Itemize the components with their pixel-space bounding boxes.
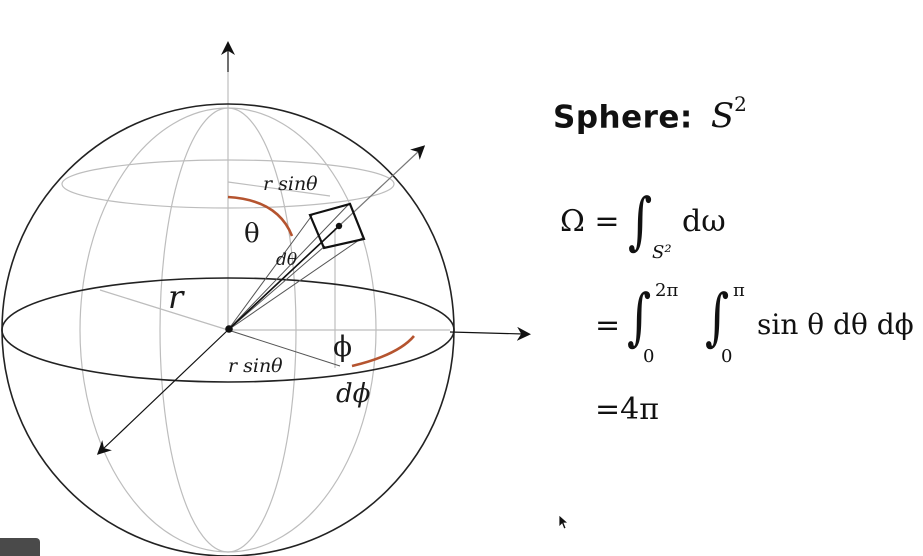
projection-line-back <box>99 289 229 331</box>
integral-subscript: S² <box>652 242 672 263</box>
axis-y <box>96 329 229 455</box>
equation-line-1: Ω = ∫ S² dω <box>560 190 780 270</box>
label-theta: θ <box>244 219 260 249</box>
cone-edge <box>227 213 314 331</box>
equation-line-2: = ∫ 2π 0 ∫ π 0 sin θ dθ dϕ <box>595 280 920 370</box>
sphere-grid <box>61 72 450 553</box>
integral-2-lower: 0 <box>721 346 733 367</box>
surface-patch <box>308 202 366 250</box>
equation-line-3: =4π <box>595 392 659 427</box>
phi-arc <box>351 335 415 368</box>
integrand-sin-theta: sin θ dθ dϕ <box>757 308 914 341</box>
axes <box>96 41 531 455</box>
origin-dot <box>225 325 233 333</box>
title-exponent: 2 <box>734 92 747 116</box>
integral-1-upper: 2π <box>655 280 679 301</box>
label-phi: ϕ <box>333 330 352 363</box>
radius-to-patch <box>227 225 340 331</box>
solid-angle-cone <box>227 204 363 367</box>
label-r-sin-theta-top: r sinθ <box>263 173 318 195</box>
corner-overlay <box>0 538 40 556</box>
cone-to-phi <box>227 329 341 367</box>
integrand-d-omega: dω <box>682 204 726 239</box>
integral-2-upper: π <box>733 280 745 301</box>
label-d-phi: dϕ <box>336 379 371 409</box>
cone-edge <box>227 204 349 331</box>
theta-arc <box>227 195 294 237</box>
sphere-title: Sphere: S2 <box>553 92 747 137</box>
label-radius: r <box>168 278 185 316</box>
line2-equals: = <box>595 308 621 343</box>
title-word: Sphere: <box>553 99 693 136</box>
label-d-theta: dθ <box>276 250 297 270</box>
rsin-top-line <box>227 181 331 197</box>
sphere-outline <box>1 103 455 556</box>
equator-ellipse <box>1 277 455 383</box>
result-four-pi: =4π <box>595 392 659 427</box>
integral-1-lower: 0 <box>643 346 655 367</box>
label-r-sin-theta-bottom: r sinθ <box>228 355 283 377</box>
cone-edge <box>227 245 326 331</box>
integral-sign: ∫ <box>628 184 653 257</box>
axis-x <box>449 326 531 341</box>
title-symbol: S <box>710 96 735 137</box>
mouse-cursor-icon <box>558 514 570 530</box>
solid-angle-sphere-diagram: r θ dθ ϕ dϕ r sinθ r sinθ <box>1 41 531 556</box>
integral-sign: ∫ <box>705 280 730 353</box>
omega-lhs: Ω = <box>560 204 620 239</box>
integral-sign: ∫ <box>627 280 652 353</box>
cone-edge <box>227 237 363 331</box>
